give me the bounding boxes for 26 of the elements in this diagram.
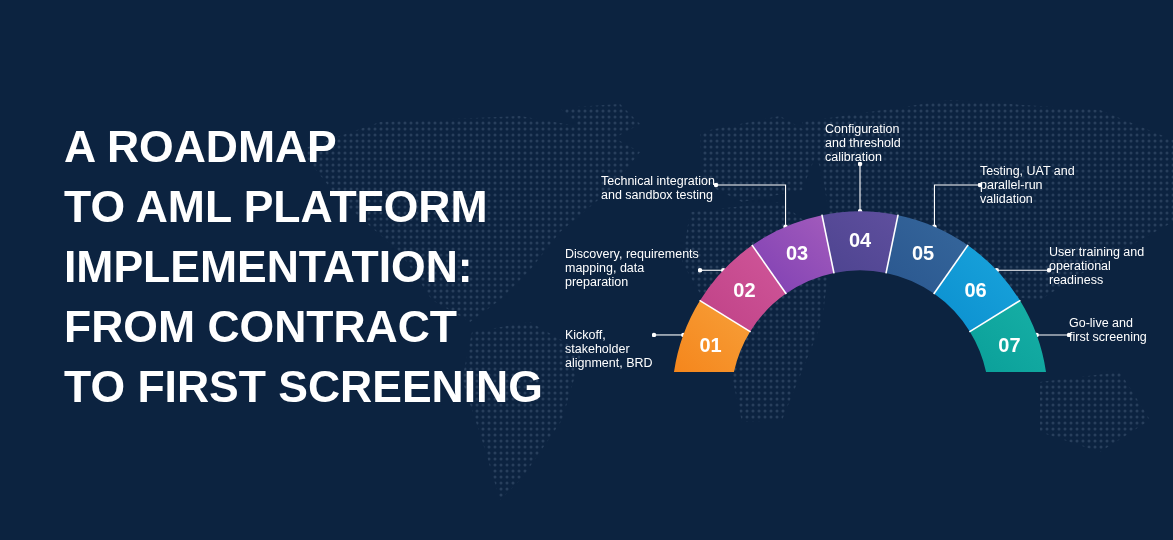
leader-line [651,332,686,338]
arc-segment [822,211,898,273]
step-number: 06 [964,279,987,302]
leader-line [932,182,983,229]
step-number: 07 [998,333,1021,356]
arc-segment [934,245,1020,332]
step-number: 03 [785,242,809,265]
leader-line [697,268,726,273]
leader-line [994,268,1052,273]
step-description: Testing, UAT and parallel-run validation [980,164,1076,206]
arc-segment [674,300,751,372]
arc-segment [969,300,1046,372]
step-description: Discovery, requirements mapping, data preparation [565,247,700,289]
arc-segment [700,245,786,332]
step-description: Technical integration and sandbox testing [601,174,716,202]
step-number: 05 [911,242,935,265]
leader-line [713,182,788,229]
step-number: 04 [848,229,872,252]
step-number: 01 [699,333,722,356]
step-description: Configuration and threshold calibration [825,122,902,164]
step-description: User training and operational readiness [1049,245,1146,287]
diagram-title: A ROADMAP TO AML PLATFORM IMPLEMENTATION: FROM CONTRACT TO FIRST SCREENING [64,120,543,413]
step-description: Kickoff, stakeholder alignment, BRD [565,328,654,370]
leader-line [857,161,863,214]
step-number: 02 [733,279,756,302]
leader-line [1034,332,1072,338]
